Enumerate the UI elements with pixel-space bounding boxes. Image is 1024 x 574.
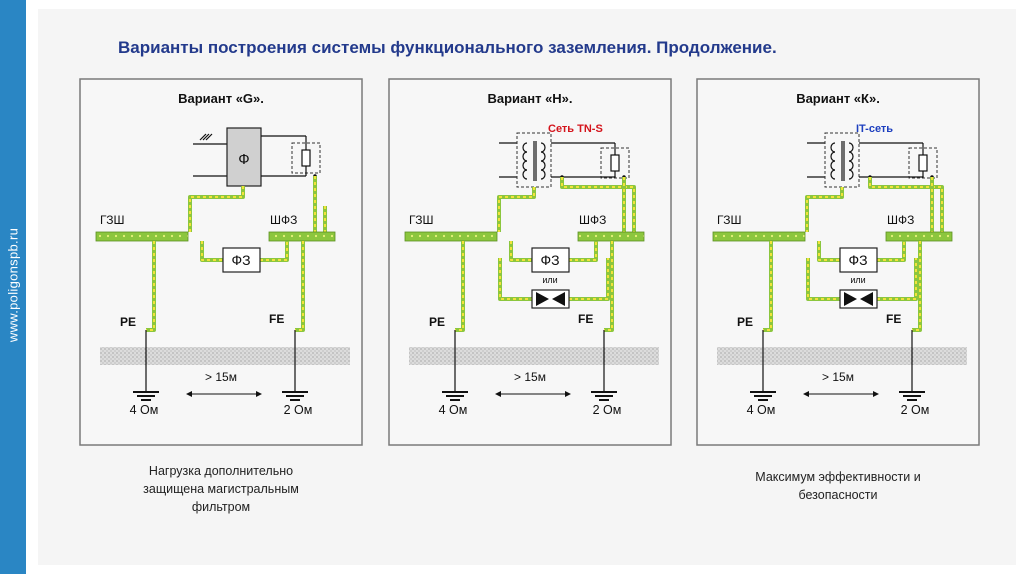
soil-strip [100,347,350,365]
slide-title: Варианты построения системы функциональн… [118,38,777,57]
distance-arrow [803,391,879,397]
caption-line: безопасности [798,488,878,502]
variant-caption-1: Нагрузка дополнительно защищена магистрал… [80,462,362,516]
fe-down-wire [604,241,614,332]
shfz-bus [268,231,336,242]
pe-wire-source [805,187,844,232]
pe-wire-source [188,186,245,232]
spark-gap-icon [531,289,570,309]
shfz-bus [577,231,645,242]
shfz-label: ШФЗ [887,213,914,227]
shfz-label: ШФЗ [270,213,297,227]
fe-label: FE [886,312,901,326]
pe-ground-icon [750,382,776,401]
caption-line: защищена магистральным [143,482,299,496]
variant-title: Вариант «Н». [487,91,572,106]
spark-wire-right [877,258,918,301]
network-type-label: IT-сеть [856,123,893,135]
distance-label: > 15м [514,370,546,384]
gzsh-label: ГЗШ [409,213,433,227]
fz-wire-left [200,241,223,262]
fz-wire-right [569,241,598,262]
fe-resistance: 2 Ом [284,403,313,417]
variant-panel-1: Вариант «G». Ф ГЗШ ШФЗ ФЗ PE FE > 15м 4 Ом 2 Ом [79,78,363,446]
pe-ground-icon [442,382,468,401]
pe-label: PE [737,315,753,329]
fe-down-wire [912,241,922,332]
soil-strip [409,347,659,365]
fe-resistance: 2 Ом [593,403,622,417]
or-label: или [542,275,557,285]
network-type-label: Сеть TN-S [548,123,603,135]
pe-down-wire [763,241,773,332]
gzsh-label: ГЗШ [100,213,124,227]
caption-line: фильтром [191,500,251,514]
pe-down-wire [146,241,156,332]
pe-resistance: 4 Ом [439,403,468,417]
fe-label: FE [578,312,593,326]
filter-label: Ф [238,151,249,168]
spark-gap-icon [839,289,878,309]
pe-down-wire [455,241,465,332]
shfz-bus [885,231,953,242]
fz-label: ФЗ [540,252,559,268]
spark-wire-right [569,258,610,301]
fe-ground-icon [899,382,925,401]
fz-wire-left [509,241,532,262]
fz-label: ФЗ [231,252,250,268]
or-label: или [850,275,865,285]
gzsh-bus [95,231,189,242]
distance-label: > 15м [205,370,237,384]
pe-resistance: 4 Ом [130,403,159,417]
pe-ground-icon [133,382,159,401]
fz-wire-right [877,241,906,262]
distance-label: > 15м [822,370,854,384]
spark-wire-left [806,258,840,301]
fz-box [222,247,261,273]
fe-ground-icon [591,382,617,401]
gzsh-label: ГЗШ [717,213,741,227]
fz-box [839,247,878,273]
n-wire [868,177,944,232]
load-resistor-icon [908,147,938,179]
load-resistor-icon [600,147,630,179]
variant-title: Вариант «G». [178,91,264,106]
distance-arrow [186,391,262,397]
gzsh-bus [404,231,498,242]
fz-label: ФЗ [848,252,867,268]
n-wire [560,177,636,232]
fz-wire-right [260,241,289,262]
fe-label: FE [269,312,284,326]
caption-line: Максимум эффективности и [755,470,921,484]
fe-resistance: 2 Ом [901,403,930,417]
pe-label: PE [429,315,445,329]
gzsh-bus [712,231,806,242]
distance-arrow [495,391,571,397]
pe-label: PE [120,315,136,329]
soil-strip [717,347,967,365]
variant-caption-3: Максимум эффективности и безопасности [697,468,979,504]
pe-wire-source [497,187,536,232]
variant-title: Вариант «К». [796,91,880,106]
spark-wire-left [498,258,532,301]
fz-box [531,247,570,273]
shfz-label: ШФЗ [579,213,606,227]
fe-down-wire [295,241,305,332]
pe-resistance: 4 Ом [747,403,776,417]
sidebar-strip: www.poligonspb.ru [0,0,26,574]
fe-ground-icon [282,382,308,401]
fz-wire-left [817,241,840,262]
caption-line: Нагрузка дополнительно [148,464,294,478]
